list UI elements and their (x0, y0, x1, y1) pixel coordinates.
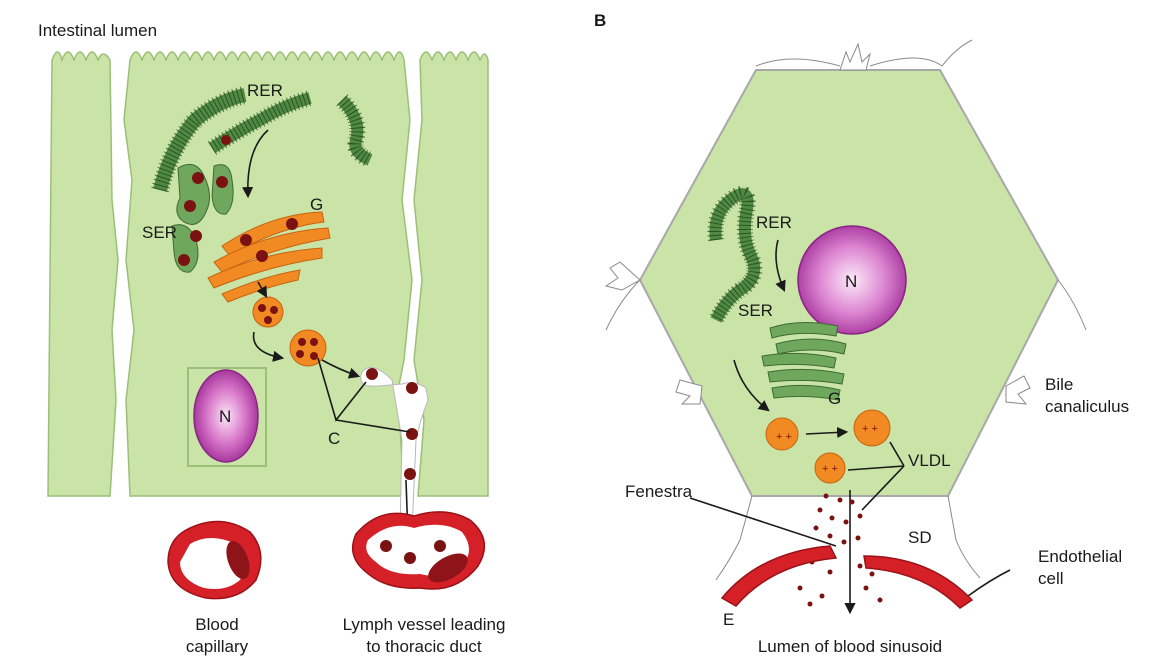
golgi-label-a: G (310, 195, 323, 214)
fenestra-label: Fenestra (625, 482, 693, 501)
lymph-vessel-label-2: to thoracic duct (366, 637, 482, 656)
chylomicrons-a (366, 368, 418, 480)
intercellular-space (360, 367, 429, 531)
endothelial-cell-icon (720, 545, 974, 609)
golgi-b (761, 352, 845, 401)
ser-a (171, 135, 234, 273)
svg-text:+ +: + + (776, 431, 792, 443)
vesicle-a2 (289, 329, 327, 367)
blood-capillary-label-1: Blood (195, 615, 238, 634)
nucleus-frame-a (187, 367, 267, 467)
panel-b: B N RER (594, 11, 1129, 656)
arrows-a (242, 129, 414, 541)
blood-capillary-label-2: capillary (186, 637, 249, 656)
ser-label-b: SER (738, 301, 773, 320)
intestinal-lumen-label: Intestinal lumen (38, 21, 157, 40)
chylomicron-label: C (328, 429, 340, 448)
blood-capillary-icon (167, 520, 262, 600)
rer-label-a: RER (247, 81, 283, 100)
rer-label-b: RER (756, 213, 792, 232)
vesicle-b3 (814, 452, 846, 484)
vesicle-b1 (765, 417, 799, 451)
endothelial-cell-label-2: cell (1038, 569, 1064, 588)
space-of-disse-label: SD (908, 528, 932, 547)
vldl-label: VLDL (908, 451, 951, 470)
rer-b (707, 186, 763, 324)
nucleus-label-a: N (219, 407, 231, 426)
vesicle-a1 (252, 296, 284, 328)
enterocyte-center (123, 51, 413, 497)
nucleus-b (797, 225, 907, 335)
bile-canaliculus-label-2: canaliculus (1045, 397, 1129, 416)
bile-canaliculi (604, 42, 1031, 405)
sinusoid-lumen-label: Lumen of blood sinusoid (758, 637, 942, 656)
vesicle-b2 (853, 409, 891, 447)
ser-b (769, 321, 847, 355)
vldl-particles: + + + + + + (776, 423, 878, 475)
cell-boundary-lines (605, 39, 1087, 581)
panel-a: Intestinal lumen RER (38, 21, 505, 656)
svg-text:+ +: + + (822, 463, 838, 475)
svg-text:+ +: + + (862, 423, 878, 435)
ser-label-a: SER (142, 223, 177, 242)
bile-canaliculus-label-1: Bile (1045, 375, 1073, 394)
panel-b-letter: B (594, 11, 606, 30)
arrows-b (689, 239, 1011, 615)
lymph-vessel-label-1: Lymph vessel leading (343, 615, 506, 634)
golgi-label-b: G (828, 389, 841, 408)
endothelial-cell-label-1: Endothelial (1038, 547, 1122, 566)
nucleus-a (193, 369, 259, 463)
enterocyte-left (47, 51, 119, 497)
enterocyte-right (413, 51, 489, 497)
endothelium-label: E (723, 610, 734, 629)
nucleus-label-b: N (845, 272, 857, 291)
lymph-vessel-icon (351, 511, 486, 590)
golgi-a (207, 211, 331, 303)
